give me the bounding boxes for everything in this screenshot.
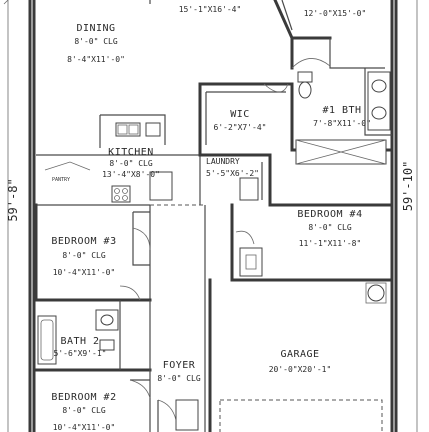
bath-2: BATH 2 5'-6"X9'-1" (34, 285, 152, 372)
dining-name: DINING (76, 23, 115, 34)
bath2-toilet (99, 339, 115, 351)
bath2-name: BATH 2 (60, 336, 99, 347)
dishwasher (145, 122, 161, 137)
hallway (149, 204, 206, 432)
top-center-room-size: 15'-1"X16'-4" (179, 5, 242, 14)
laundry-name: LAUNDRY (206, 157, 240, 166)
dining-size: 8'-4"X11'-0" (67, 55, 125, 64)
kitchen-sink (115, 122, 141, 137)
kitchen: PANTRY KITCHEN 8'-0" CLG 13'-4"X8'-0" (36, 114, 201, 206)
bedroom3-clg: 8'-0" CLG (62, 251, 106, 260)
kitchen-clg: 8'-0" CLG (109, 159, 153, 168)
kitchen-name: KITCHEN (108, 147, 154, 158)
wic-size: 6'-2"X7'-4" (214, 123, 267, 132)
bath2-tub (37, 315, 57, 365)
bedroom-3: BEDROOM #3 8'-0" CLG 10'-4"X11'-0" (34, 203, 152, 302)
left-dimension-label: 59'-8" (6, 178, 20, 221)
bedroom4-name: BEDROOM #4 (297, 209, 362, 220)
bedroom3-name: BEDROOM #3 (51, 236, 116, 247)
bath1-name: #1 BTH (322, 105, 361, 116)
bedroom2-clg: 8'-0" CLG (62, 406, 106, 415)
refrigerator (149, 171, 173, 201)
kitchen-size: 13'-4"X8'-0" (102, 170, 160, 179)
range (111, 185, 131, 203)
bath-1: #1 BTH 7'-8"X11'-0" (290, 68, 394, 165)
exterior-walls (28, 0, 398, 432)
foyer-closet (175, 399, 199, 431)
dining-clg: 8'-0" CLG (74, 37, 118, 46)
garage-water-heater (367, 284, 385, 302)
bedroom4-size: 11'-1"X11'-8" (299, 239, 362, 248)
laundry: LAUNDRY 5'-5"X6'-2" (198, 153, 272, 207)
walk-in-closet: WIC 6'-2"X7'-4" (198, 82, 294, 157)
dining-room: DINING 8'-0" CLG 8'-4"X11'-0" (67, 23, 125, 64)
right-dimension-label: 59'-10" (401, 161, 415, 212)
left-dimension-line (3, 0, 9, 432)
washer (239, 177, 259, 201)
water-heater (239, 247, 263, 277)
foyer: FOYER 8'-0" CLG (149, 300, 201, 432)
garage-size: 20'-0"X20'-1" (269, 365, 332, 374)
bedroom2-name: BEDROOM #2 (51, 392, 116, 403)
bedroom2-size: 10'-4"X11'-0" (53, 423, 116, 432)
bath1-size: 7'-8"X11'-0" (313, 119, 371, 128)
wic-name: WIC (230, 109, 250, 120)
foyer-clg: 8'-0" CLG (157, 374, 201, 383)
bath2-size: 5'-6"X9'-1" (54, 349, 107, 358)
laundry-size: 5'-5"X6'-2" (206, 169, 259, 178)
foyer-name: FOYER (163, 360, 196, 371)
top-walls (149, 0, 385, 70)
garage-name: GARAGE (280, 349, 319, 360)
bedroom-4: BEDROOM #4 8'-0" CLG 11'-1"X11'-8" (230, 203, 394, 282)
bedroom-2: BEDROOM #2 8'-0" CLG 10'-4"X11'-0" (51, 379, 151, 432)
bedroom4-clg: 8'-0" CLG (308, 223, 352, 232)
pantry-label: PANTRY (52, 177, 70, 183)
bath1-toilet (297, 71, 313, 83)
top-right-room-size: 12'-0"X15'-0" (304, 9, 367, 18)
garage: GARAGE 20'-0"X20'-1" (208, 278, 387, 432)
bedroom3-size: 10'-4"X11'-0" (53, 268, 116, 277)
